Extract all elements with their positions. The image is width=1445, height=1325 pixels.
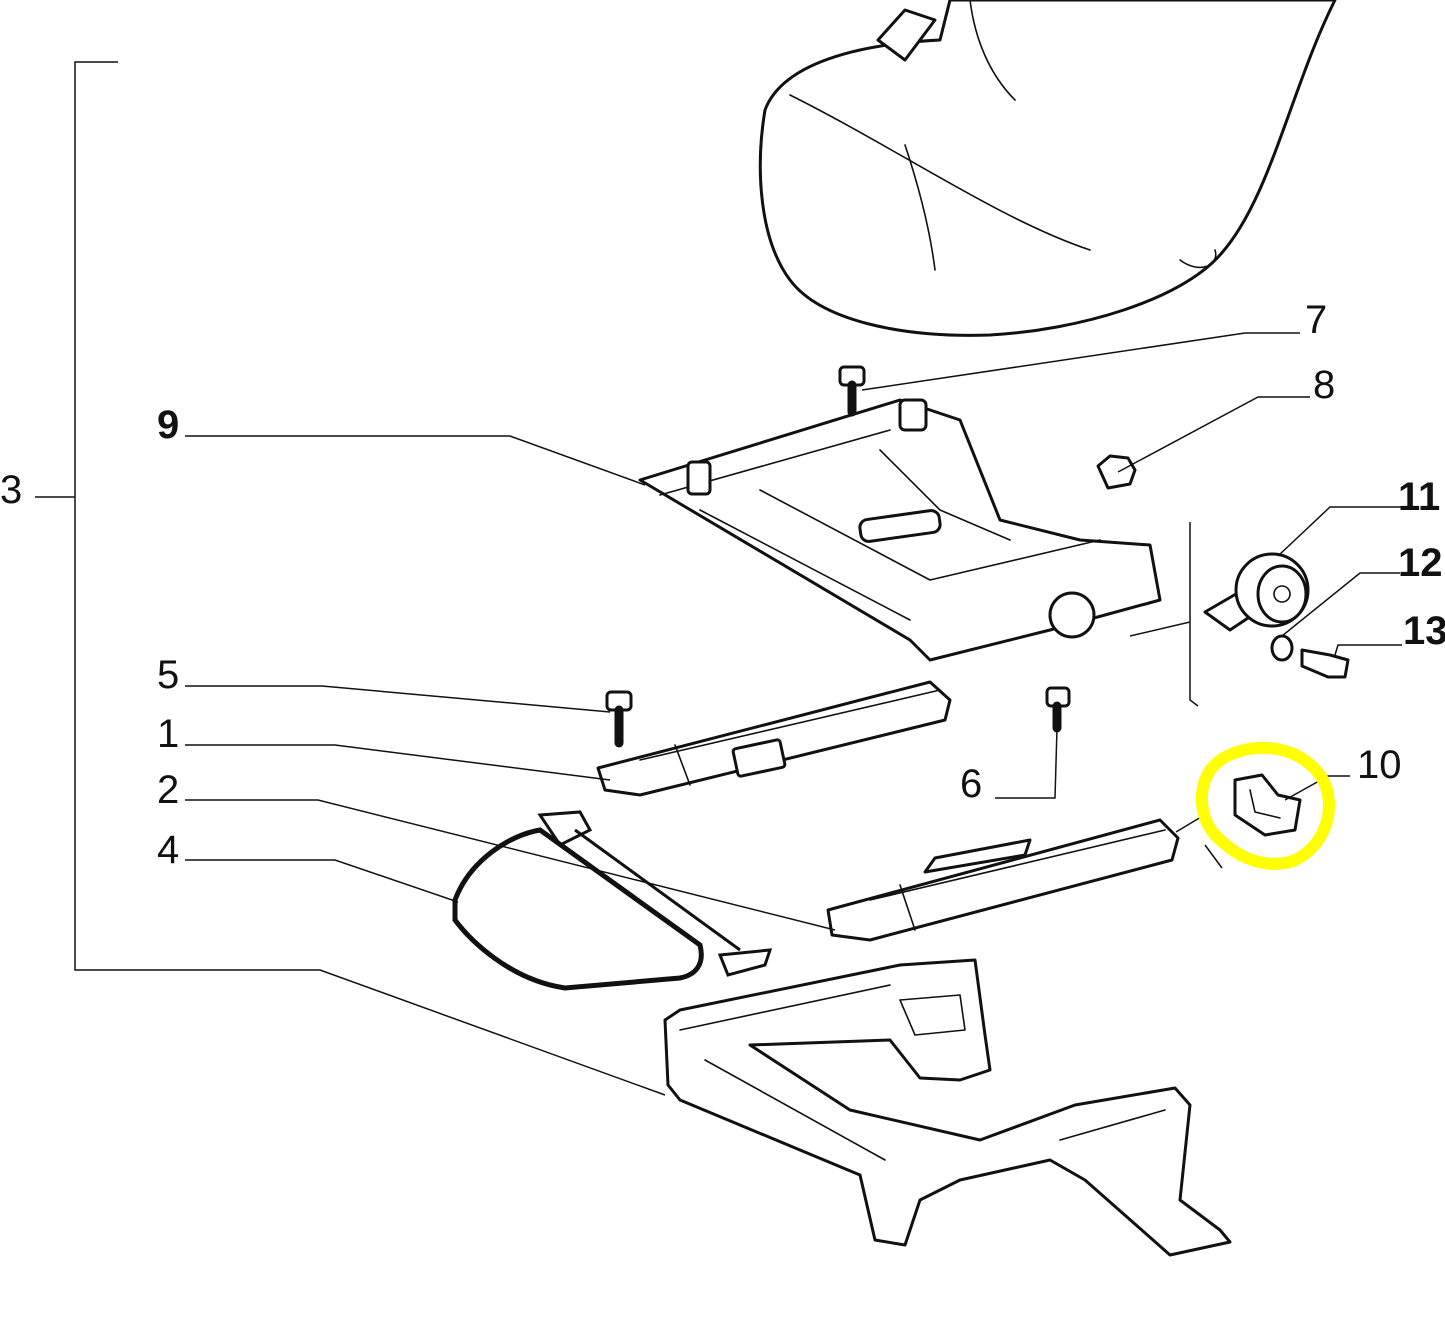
part-3-base-frame — [663, 958, 1232, 1257]
part-1-rail-left — [596, 680, 952, 797]
callout-2: 2 — [157, 768, 179, 812]
callout-5: 5 — [157, 653, 179, 697]
callout-8: 8 — [1313, 363, 1335, 407]
part-10-clip — [1233, 773, 1302, 837]
callout-12: 12 — [1398, 541, 1443, 585]
part-13-screw — [1300, 648, 1350, 679]
part-6-bolt — [1045, 686, 1071, 733]
part-8-nut — [1096, 454, 1137, 490]
part-5-bolt — [605, 690, 633, 748]
callout-6: 6 — [960, 762, 982, 806]
part-11-knob — [1203, 552, 1310, 632]
seat-cushion — [758, 0, 1337, 337]
callout-9: 9 — [157, 403, 179, 447]
leader-lines — [35, 61, 1402, 1096]
part-9-seat-frame — [638, 398, 1162, 662]
callout-11: 11 — [1398, 475, 1440, 519]
callout-1: 1 — [157, 712, 179, 756]
callout-4: 4 — [157, 828, 179, 872]
part-2-rail-right — [826, 818, 1180, 942]
callout-7: 7 — [1305, 298, 1327, 342]
part-7-bolt — [838, 365, 866, 417]
part-4-wire-frame — [452, 810, 773, 991]
callout-10: 10 — [1357, 743, 1402, 787]
callout-3: 3 — [0, 468, 22, 512]
callout-13: 13 — [1403, 609, 1445, 653]
part-12-washer — [1270, 634, 1294, 662]
highlight-circle — [1195, 741, 1335, 870]
